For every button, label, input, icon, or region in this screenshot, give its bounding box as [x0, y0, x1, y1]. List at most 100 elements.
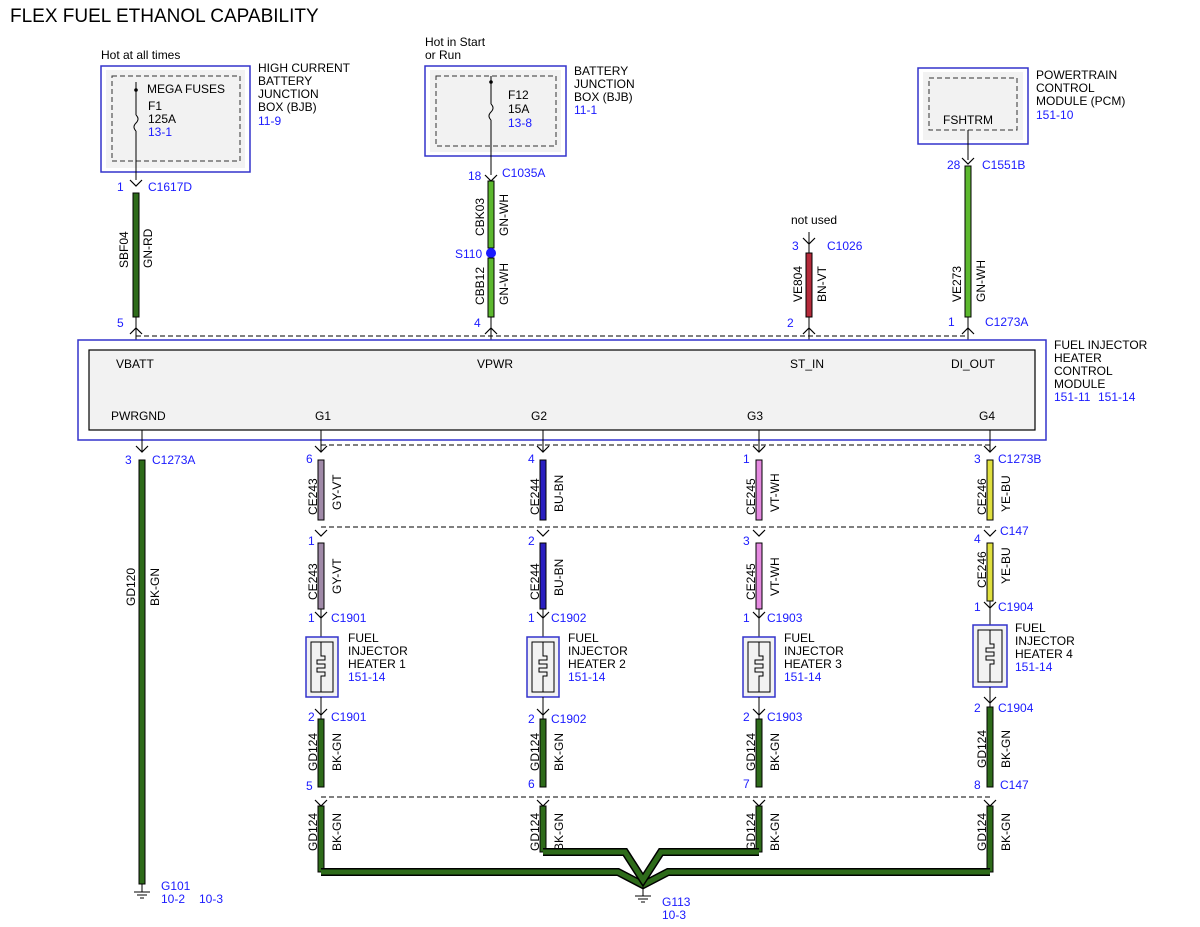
- connector-arrow-g1-inline: [314, 529, 328, 537]
- bjb-name-3: BOX (BJB): [574, 90, 633, 104]
- pin-c147-7: 7: [743, 777, 750, 791]
- heater-1-name-3: HEATER 1: [348, 657, 406, 671]
- module-pin-g1: G1: [315, 409, 331, 423]
- wire-ce243-upper-color: GY-VT: [330, 474, 344, 510]
- pin-g3-module: 1: [743, 452, 750, 466]
- bjb-high-name-4: BOX (BJB): [258, 100, 317, 114]
- wire-cbk03-circuit: CBK03: [473, 198, 487, 236]
- pcm-pin-panel: [928, 77, 1018, 131]
- connector-arrow-pwrgnd: [135, 445, 149, 453]
- pin-c147-5: 5: [306, 779, 313, 793]
- connector-c1273a-bottom: C1273A: [152, 453, 195, 467]
- connector-arrow-c147-8: [983, 799, 997, 807]
- wire-gd124-1-upper-color: BK-GN: [330, 733, 344, 771]
- module-name-2: HEATER: [1054, 351, 1102, 365]
- connector-c1273a-top: C1273A: [985, 315, 1028, 329]
- pin-c1902-in: 1: [528, 611, 535, 625]
- wire-ce244-upper: [539, 459, 547, 521]
- connector-arrow-c1901-in: [314, 611, 328, 619]
- heater-3-name-1: FUEL: [784, 631, 815, 645]
- wire-ce245-upper-color: VT-WH: [768, 473, 782, 512]
- pin-c1903-in: 1: [743, 611, 750, 625]
- wire-gd124-1-upper: [317, 718, 325, 788]
- heater-4-element-icon: [985, 630, 995, 682]
- module-pin-vpwr: VPWR: [477, 357, 513, 371]
- fuse-f1-terminal-dot: [134, 88, 138, 92]
- fuse-f12-icon: [488, 103, 494, 121]
- wire-gd120-body: [138, 459, 146, 885]
- heater-4-name-1: FUEL: [1015, 621, 1046, 635]
- heater-1-name-1: FUEL: [348, 631, 379, 645]
- bjb-high-name-2: BATTERY: [258, 74, 312, 88]
- wire-cbb12-body: [487, 257, 495, 318]
- module-pin-g4: G4: [979, 409, 995, 423]
- diagram-title: FLEX FUEL ETHANOL CAPABILITY: [10, 6, 319, 27]
- heater-2-name-3: HEATER 2: [568, 657, 626, 671]
- pin-di-out: 1: [948, 315, 955, 329]
- pin-g1-module: 6: [306, 452, 313, 466]
- connector-arrow-c147-6: [536, 799, 550, 807]
- ground-bus-inner-wire: [543, 849, 759, 885]
- heater-circuit-2: 4 CE244 BU-BN 2 CE244 BU-BN 1 C1902 FUEL…: [526, 430, 628, 853]
- wire-ce246-lower-color: YE-BU: [999, 547, 1013, 584]
- wire-ce246-upper-circuit: CE246: [975, 478, 989, 515]
- connector-arrow-g4: [983, 445, 997, 453]
- connector-arrow-c1903-in: [752, 611, 766, 619]
- connector-arrow-c1551b: [961, 157, 975, 165]
- fuse-f1-rating: 125A: [148, 112, 176, 126]
- wire-cbb12-circuit: CBB12: [473, 267, 487, 305]
- connector-arrow-g3: [752, 445, 766, 453]
- connector-arrow-c1904-out: [983, 696, 997, 704]
- module-pin-g3: G3: [747, 409, 763, 423]
- connector-c147-upper: C147: [1000, 524, 1029, 538]
- pin-c1035a: 18: [468, 169, 482, 183]
- fuse-f1-icon: [133, 114, 139, 132]
- pcm-pin-label: FSHTRM: [943, 113, 993, 127]
- connector-c1904-out: C1904: [998, 701, 1034, 715]
- wire-ve804-circuit: VE804: [791, 266, 805, 302]
- connector-c1901-in: C1901: [331, 611, 367, 625]
- heater-3-name-3: HEATER 3: [784, 657, 842, 671]
- bjb-power-note-2: or Run: [425, 48, 461, 62]
- heater-4-ref: 151-14: [1015, 660, 1053, 674]
- pcm-outline: [917, 67, 1029, 145]
- wire-ce246-upper-color: YE-BU: [999, 475, 1013, 512]
- pin-g1-inline: 1: [308, 534, 315, 548]
- connector-c1273b: C1273B: [998, 452, 1041, 466]
- wire-gd124-4-upper-color: BK-GN: [999, 730, 1013, 768]
- connector-c1903-in: C1903: [767, 611, 803, 625]
- connector-arrow-g2-inline: [536, 529, 550, 537]
- fuse-f12-id: F12: [508, 88, 529, 102]
- module-pin-vbatt: VBATT: [116, 357, 154, 371]
- connector-arrow-g1: [314, 445, 328, 453]
- pin-st-in: 2: [787, 316, 794, 330]
- wire-gd124-2-upper-color: BK-GN: [552, 733, 566, 771]
- connector-arrow-c1903-out: [752, 708, 766, 716]
- module-outline: [77, 339, 1047, 441]
- connector-c147-lower: C147: [1000, 778, 1029, 792]
- connector-arrow-c1617d: [129, 179, 143, 187]
- pin-c147-8: 8: [974, 778, 981, 792]
- wire-gd124-3-upper-circuit: GD124: [744, 733, 758, 771]
- module-name-4: MODULE: [1054, 377, 1105, 391]
- bjb-high-mega-fuse-panel: [111, 75, 241, 162]
- connector-c1902-in: C1902: [551, 611, 587, 625]
- pin-c1904-out: 2: [974, 701, 981, 715]
- high-current-bjb: Hot at all times MEGA FUSES F1 125A 13-1…: [100, 48, 351, 180]
- heater-circuit-1: 6 CE243 GY-VT 1 CE243 GY-VT 1 C1901 FUEL…: [305, 430, 408, 873]
- ground-bus-g113: G113 10-3: [321, 848, 990, 922]
- pcm-fill: [923, 72, 1023, 140]
- bjb-high-ref: 11-9: [258, 114, 281, 128]
- pin-c1617d: 1: [117, 180, 124, 194]
- wire-ce243-upper-circuit: CE243: [306, 478, 320, 515]
- pin-g3-inline: 3: [743, 534, 750, 548]
- fuse-f1-ref: 13-1: [148, 125, 172, 139]
- module-ref-1: 151-11: [1054, 390, 1091, 404]
- heater-1-ref: 151-14: [348, 670, 386, 684]
- connector-c1903-out: C1903: [767, 710, 803, 724]
- ground-g113-ref: 10-3: [662, 908, 686, 922]
- wire-gd124-4-upper: [986, 706, 994, 788]
- bjb-high-outline: [100, 65, 251, 173]
- bjb-high-name-3: JUNCTION: [258, 87, 319, 101]
- wire-gd124-3-upper-color: BK-GN: [768, 733, 782, 771]
